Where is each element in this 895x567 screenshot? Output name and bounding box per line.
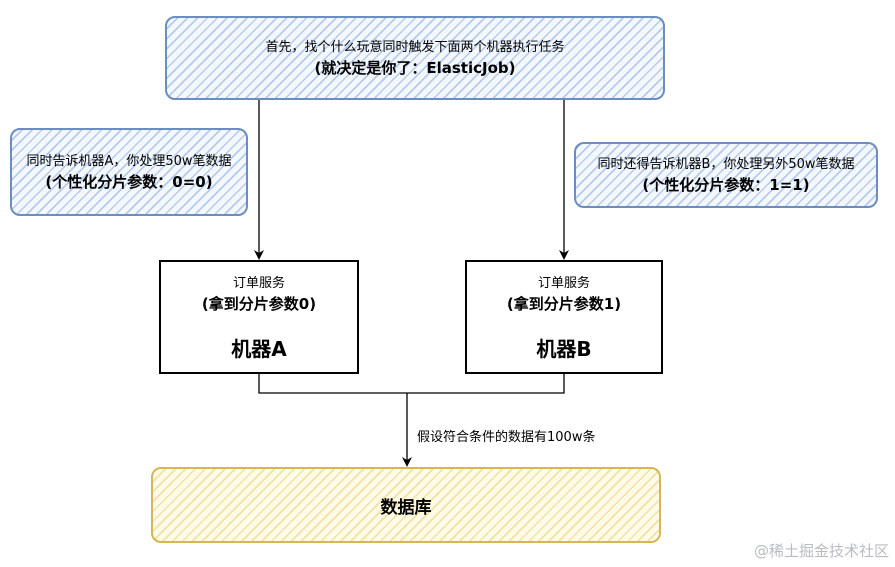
machine-a-service: 订单服务 (232, 276, 285, 291)
data-count-label: 假设符合条件的数据有100w条 (417, 430, 596, 445)
machine-a-box: 订单服务 (拿到分片参数0) 机器A (159, 260, 359, 374)
database-box: 数据库 (151, 467, 661, 543)
left-note-box: 同时告诉机器A，你处理50w笔数据 (个性化分片参数：0=0) (10, 128, 248, 216)
merge-line-machines (258, 374, 565, 394)
database-label: 数据库 (380, 497, 432, 518)
top-task-line1: 首先，找个什么玩意同时触发下面两个机器执行任务 (265, 39, 565, 55)
machine-a-name: 机器A (231, 337, 287, 361)
watermark-text: @稀土掘金技术社区 (753, 542, 889, 560)
left-note-line2: (个性化分片参数：0=0) (45, 172, 213, 191)
right-note-line2: (个性化分片参数：1=1) (642, 175, 810, 194)
machine-b-name: 机器B (536, 337, 592, 361)
machine-a-param: (拿到分片参数0) (201, 295, 317, 313)
right-note-box: 同时还得告诉机器B，你处理另外50w笔数据 (个性化分片参数：1=1) (574, 142, 878, 208)
top-task-line2: (就决定是你了：ElasticJob) (314, 58, 516, 77)
top-task-box: 首先，找个什么玩意同时触发下面两个机器执行任务 (就决定是你了：ElasticJ… (165, 16, 665, 100)
left-note-line1: 同时告诉机器A，你处理50w笔数据 (26, 153, 232, 169)
machine-b-service: 订单服务 (537, 276, 590, 291)
machine-b-box: 订单服务 (拿到分片参数1) 机器B (465, 260, 663, 374)
right-note-line1: 同时还得告诉机器B，你处理另外50w笔数据 (597, 156, 855, 172)
machine-b-param: (拿到分片参数1) (506, 295, 622, 313)
